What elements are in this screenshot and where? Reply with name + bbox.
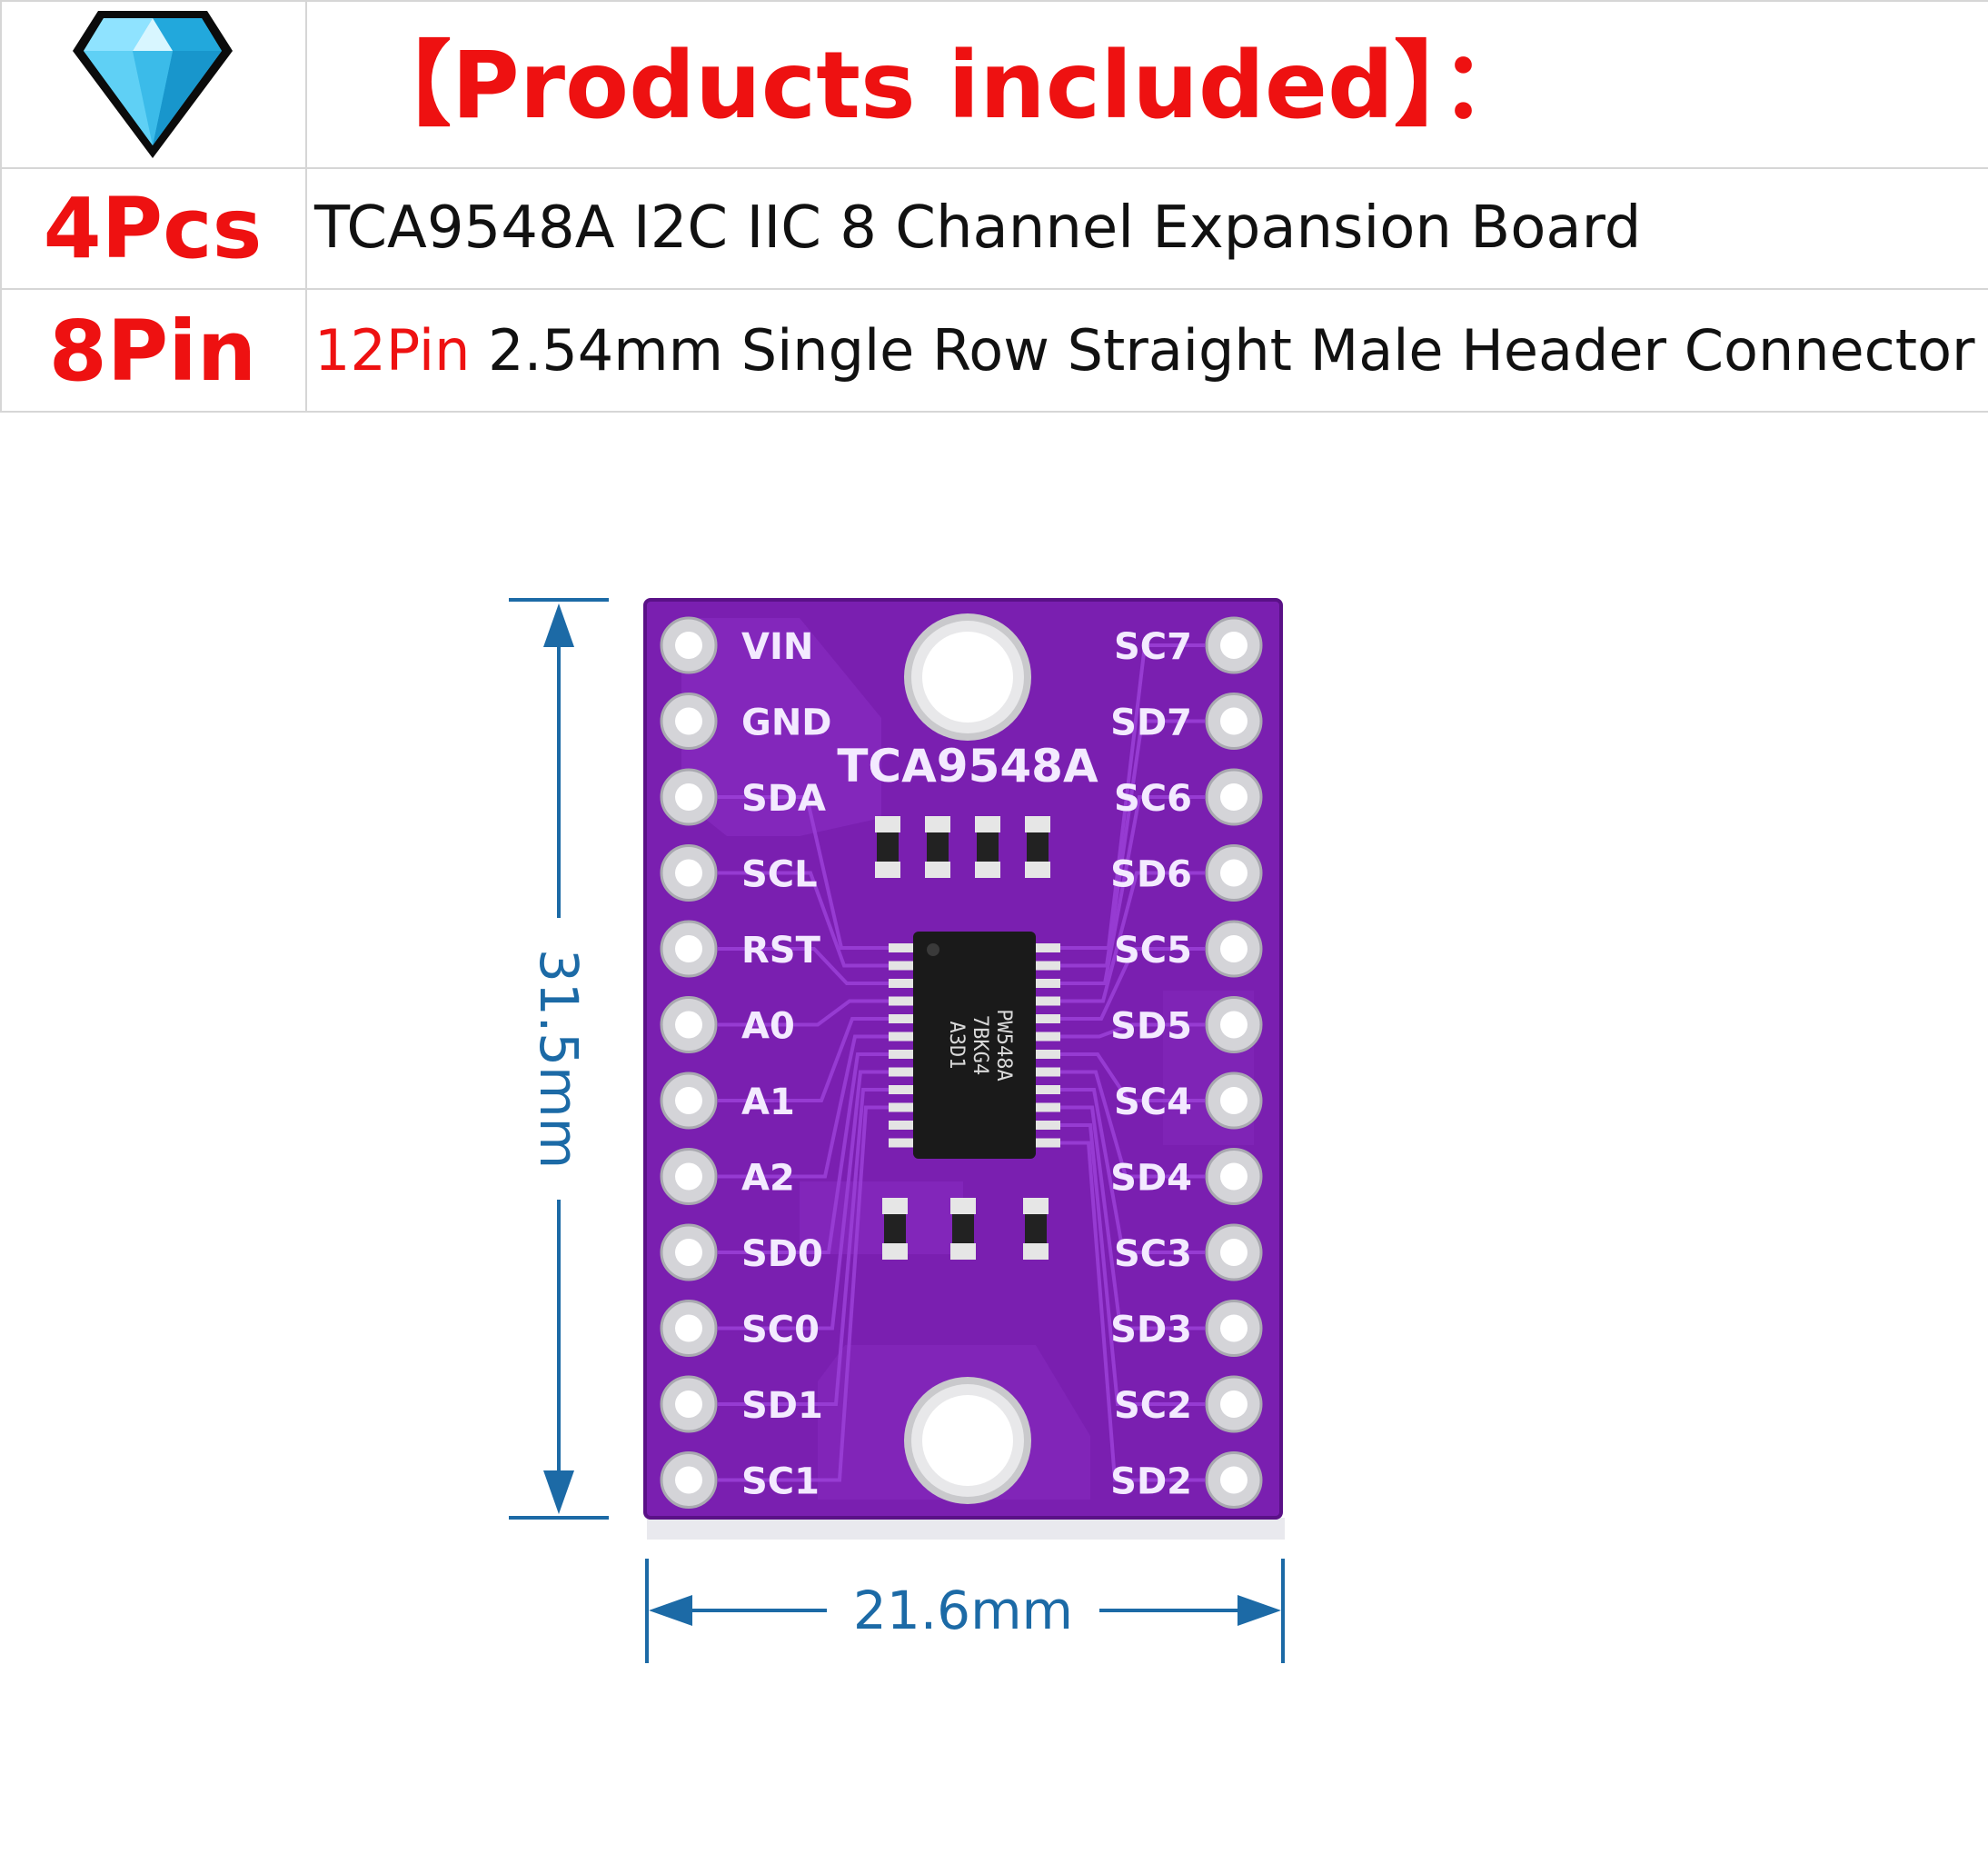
pin-sd3: SD3 <box>1110 1300 1263 1357</box>
pin-sd1: SD1 <box>660 1375 823 1433</box>
product-figure: TCA9548A PW548A 7BKG4 A3D1 VIN GND SDA SCL R… <box>454 563 1363 1709</box>
item-description: 12Pin 2.54mm Single Row Straight Male He… <box>314 310 1975 392</box>
smd-resistor <box>925 816 950 878</box>
smd-resistor <box>1023 1198 1049 1260</box>
pin-label: SD7 <box>1110 703 1192 744</box>
pin-sc5: SC5 <box>1114 920 1263 978</box>
pin-a0: A0 <box>660 996 795 1053</box>
arrow-down-icon <box>543 1470 574 1514</box>
pin-sc0: SC0 <box>660 1300 820 1357</box>
page-title: 【Products included】： <box>359 32 1534 140</box>
pin-sd4: SD4 <box>1110 1148 1263 1205</box>
pin-vin: VIN <box>660 616 813 674</box>
chip-marking: 7BKG4 <box>969 1015 991 1075</box>
pin-label: SC7 <box>1114 626 1192 668</box>
pin-sda: SDA <box>660 768 826 826</box>
arrow-left-icon <box>649 1595 692 1626</box>
table-row-header-pins <box>0 290 1988 413</box>
pin-scl: SCL <box>660 844 818 902</box>
pin-gnd: GND <box>660 693 832 750</box>
arrow-up-icon <box>543 603 574 647</box>
width-dimension: 21.6mm <box>645 1559 1285 1663</box>
pin-a1: A1 <box>660 1072 795 1130</box>
pin-label: GND <box>741 703 832 744</box>
height-dimension: 31.5mm <box>509 598 609 1520</box>
chip-marking: A3D1 <box>945 1022 968 1070</box>
pin-label: SC0 <box>741 1310 820 1351</box>
smd-resistor <box>1025 816 1050 878</box>
arrow-right-icon <box>1238 1595 1281 1626</box>
item-description: TCA9548A I2C IIC 8 Channel Expansion Boa… <box>314 194 1642 262</box>
item-quantity: 8Pin <box>48 303 257 400</box>
pin-sd5: SD5 <box>1110 996 1263 1053</box>
pin-label: SD4 <box>1110 1158 1192 1200</box>
table-row-board <box>0 167 1988 290</box>
pin-label: RST <box>741 930 821 972</box>
pin-label: A0 <box>741 1006 795 1048</box>
pin-sd0: SD0 <box>660 1223 823 1281</box>
pin-label: SC5 <box>1114 930 1192 972</box>
ic-chip: PW548A 7BKG4 A3D1 <box>889 932 1060 1159</box>
pin-label: SD3 <box>1110 1310 1192 1351</box>
chip-marking: PW548A <box>992 1009 1015 1081</box>
pin-a2: A2 <box>660 1148 795 1205</box>
pin-sd7: SD7 <box>1110 693 1263 750</box>
pin-sc1: SC1 <box>660 1451 820 1509</box>
mounting-hole <box>904 1377 1031 1504</box>
pin-sc2: SC2 <box>1114 1375 1263 1433</box>
mounting-hole <box>904 613 1031 741</box>
height-label: 31.5mm <box>528 949 590 1169</box>
pin-label: SDA <box>741 778 826 820</box>
pin-label: SC1 <box>741 1461 820 1503</box>
pin-sc4: SC4 <box>1114 1072 1263 1130</box>
pin-sc3: SC3 <box>1114 1223 1263 1281</box>
smd-resistor <box>875 816 900 878</box>
pin-label: SD5 <box>1110 1006 1192 1048</box>
table-column-divider <box>305 0 307 412</box>
pin-label: SD2 <box>1110 1461 1192 1503</box>
pin-sc6: SC6 <box>1114 768 1263 826</box>
smd-resistor <box>975 816 1000 878</box>
pin-rst: RST <box>660 920 821 978</box>
item-description-rest: 2.54mm Single Row Straight Male Header C… <box>470 317 1975 384</box>
pin-label: SC6 <box>1114 778 1192 820</box>
pin-sd6: SD6 <box>1110 844 1263 902</box>
pin-label: A2 <box>741 1158 795 1200</box>
pin-label: SD6 <box>1110 854 1192 896</box>
board-name-label: TCA9548A <box>837 740 1098 792</box>
item-description-highlight: 12Pin <box>314 317 471 384</box>
pin-label: A1 <box>741 1082 795 1123</box>
pin-sd2: SD2 <box>1110 1451 1263 1509</box>
smd-resistor <box>882 1198 908 1260</box>
pin-sc7: SC7 <box>1114 616 1263 674</box>
table-left-border <box>0 0 2 412</box>
pin-label: SC4 <box>1114 1082 1192 1123</box>
pin-label: SCL <box>741 854 818 896</box>
width-label: 21.6mm <box>853 1580 1073 1641</box>
pin-label: SD1 <box>741 1385 823 1427</box>
pin-label: SC3 <box>1114 1233 1192 1275</box>
table-row-header <box>0 0 1988 169</box>
pin-label: VIN <box>741 626 813 668</box>
item-quantity: 4Pcs <box>43 180 263 277</box>
pcb-board-image: TCA9548A PW548A 7BKG4 A3D1 VIN GND SDA SCL R… <box>509 598 1285 1663</box>
pin-label: SD0 <box>741 1233 823 1275</box>
smd-resistor <box>950 1198 976 1260</box>
diamond-icon <box>73 11 233 158</box>
pin-label: SC2 <box>1114 1385 1192 1427</box>
